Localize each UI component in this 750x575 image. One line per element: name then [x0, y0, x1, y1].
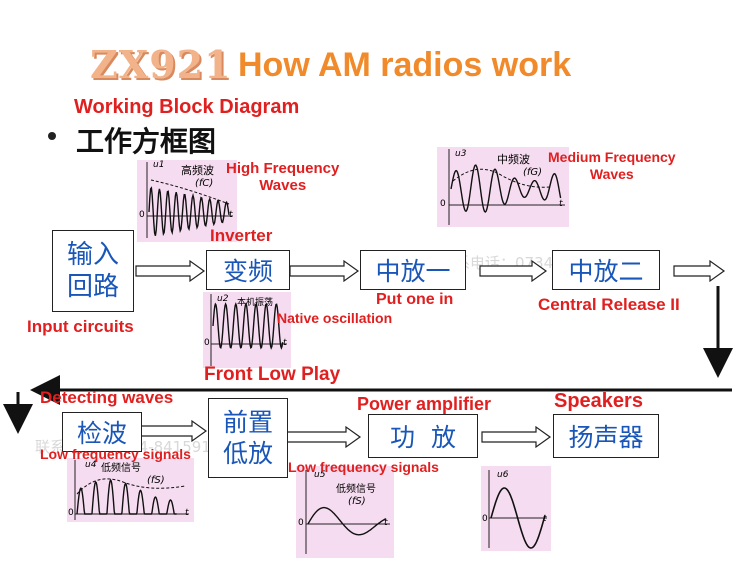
- plot-lf-name: 低频信号: [336, 484, 376, 495]
- plot-out-axis: u6: [497, 470, 509, 480]
- plot-det-sym: (fS): [147, 475, 165, 486]
- hollow-arrow-6: [283, 425, 362, 449]
- label-native-oscillation: Native oscillation: [277, 310, 393, 326]
- plot-local-oscillation: u2 本机振荡 0 t: [203, 292, 291, 368]
- plot-output: u6 0 t: [481, 466, 551, 551]
- page-title: How AM radios work: [238, 46, 572, 84]
- plot-hf-name: 高频波: [181, 164, 214, 177]
- plot-if-name: 中频波: [497, 153, 530, 166]
- label-central-release: Central Release II: [538, 295, 680, 314]
- block-speaker: 扬声器: [553, 414, 659, 458]
- block-mixer: 变频: [206, 250, 290, 290]
- plot-detected-signal: u4 低频信号 (fS) 0 t: [67, 458, 194, 522]
- block-preamp: 前置 低放: [208, 398, 288, 478]
- plot-hf-axis: u1: [153, 160, 165, 170]
- hollow-arrow-7: [481, 425, 552, 449]
- label-detecting-waves: Detecting waves: [40, 388, 174, 407]
- plot-hf-o: 0: [139, 210, 145, 220]
- label-medium-frequency: Medium Frequency Waves: [548, 149, 676, 182]
- hollow-arrow-1: [135, 259, 206, 283]
- plot-lf-o: 0: [298, 518, 304, 528]
- hollow-arrow-4: [673, 259, 726, 283]
- block-if-amp-2: 中放二: [552, 250, 660, 290]
- plot-out-t: t: [543, 514, 547, 524]
- label-front-low-play: Front Low Play: [204, 364, 341, 385]
- plot-if-axis: u3: [455, 149, 467, 159]
- plot-low-frequency: u5 低频信号 (fS) 0 t: [296, 466, 394, 558]
- plot-lf-t: t: [384, 518, 388, 528]
- label-low-frequency-1: Low frequency signals: [40, 446, 191, 462]
- model-code: ZX921: [90, 42, 232, 87]
- plot-det-name: 低频信号: [101, 463, 141, 474]
- block-if-amp-1: 中放一: [360, 250, 466, 290]
- subtitle-en: Working Block Diagram: [74, 96, 300, 118]
- plot-lf-axis: u5: [314, 470, 326, 480]
- hollow-arrow-3: [479, 259, 548, 283]
- plot-out-o: 0: [482, 514, 488, 524]
- label-low-frequency-2: Low frequency signals: [288, 459, 439, 475]
- plot-lo-o: 0: [204, 338, 210, 348]
- block-detector: 检波: [62, 412, 142, 452]
- plot-if-o: 0: [440, 199, 446, 209]
- plot-lf-sym: (fS): [348, 496, 366, 507]
- plot-det-axis: u4: [85, 460, 97, 470]
- bullet-icon: [48, 132, 56, 140]
- plot-intermediate-frequency: u3 中频波 (fG) 0 t: [437, 147, 569, 227]
- hollow-arrow-2: [289, 259, 360, 283]
- plot-if-sym: (fG): [523, 167, 543, 178]
- plot-hf-sym: (fC): [195, 178, 214, 189]
- plot-high-frequency: u1 高频波 (fC) 0 t: [137, 160, 237, 242]
- label-inverter: Inverter: [210, 226, 273, 245]
- plot-if-t: t: [559, 199, 563, 209]
- label-power-amplifier: Power amplifier: [357, 394, 492, 414]
- hollow-arrow-5: [137, 419, 208, 443]
- subtitle-cn: 工作方框图: [76, 125, 217, 158]
- label-input-circuits: Input circuits: [27, 317, 134, 336]
- label-put-one-in: Put one in: [376, 291, 454, 308]
- plot-lo-t: t: [283, 338, 287, 348]
- label-speakers: Speakers: [554, 390, 643, 412]
- block-power-amp: 功 放: [368, 414, 478, 458]
- plot-det-o: 0: [68, 508, 74, 518]
- block-input-circuit: 输入 回路: [52, 230, 134, 312]
- plot-lo-axis: u2: [217, 294, 229, 304]
- plot-lo-name: 本机振荡: [237, 298, 274, 308]
- plot-hf-t: t: [229, 210, 233, 220]
- plot-det-t: t: [185, 508, 189, 518]
- label-high-frequency: High Frequency Waves: [226, 160, 340, 195]
